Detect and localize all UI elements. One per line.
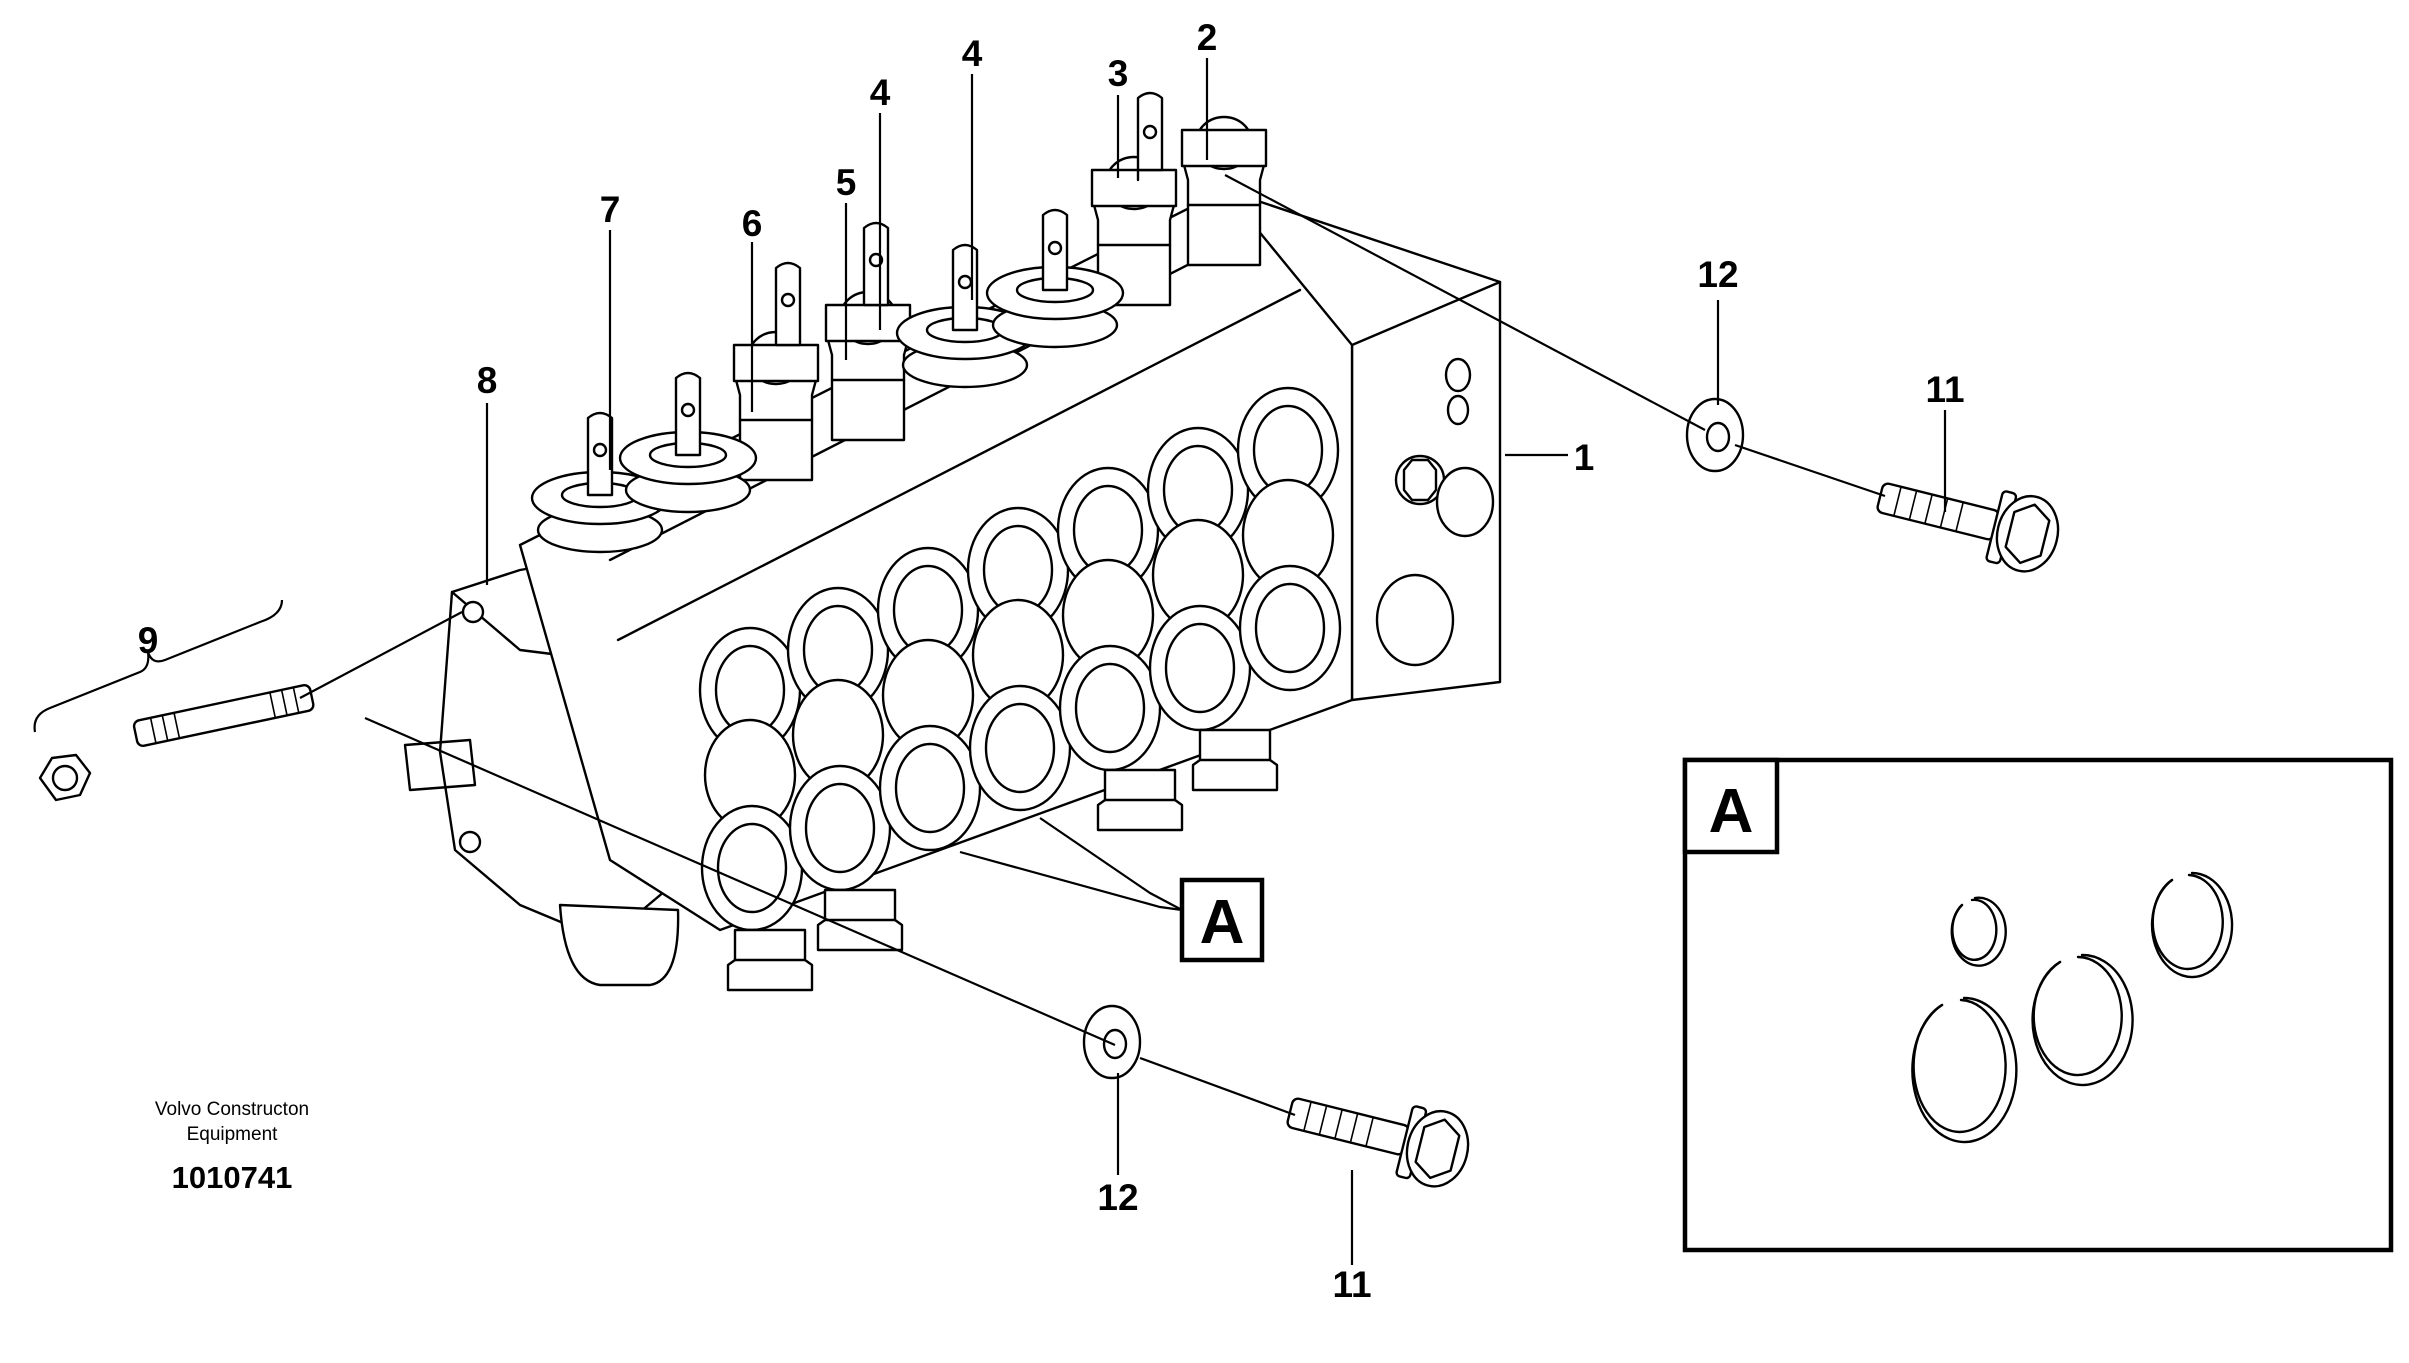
callout-8: 8 <box>477 360 498 401</box>
section-2-ports <box>786 586 892 892</box>
section-port-stacks <box>698 386 1342 932</box>
callout-4-right: 4 <box>962 33 983 74</box>
spool-eye-4b <box>862 221 890 307</box>
control-valve-assembly <box>403 91 1502 992</box>
callout-1: 1 <box>1574 437 1595 478</box>
washer-12-lower <box>1082 1004 1142 1080</box>
section-3-ports <box>876 546 982 852</box>
callout-5: 5 <box>836 162 857 203</box>
section-4-ports <box>966 506 1072 812</box>
seal-d <box>985 265 1125 349</box>
spool-eye-4a <box>951 243 979 332</box>
washer-12-upper <box>1685 397 1745 473</box>
spool-eye-6 <box>774 261 802 347</box>
spool-seals <box>530 265 1125 554</box>
bolt-11-lower <box>1286 1097 1470 1188</box>
caption: Volvo Constructon Equipment 1010741 <box>155 1099 309 1195</box>
assembly-lines <box>299 174 1886 1117</box>
section-5-ports <box>1056 466 1162 772</box>
callout-4-left: 4 <box>870 72 891 113</box>
stud-and-nut-part-9 <box>38 684 315 802</box>
section-6-ports <box>1146 426 1252 732</box>
section-7-ports <box>1236 386 1342 692</box>
spool-eye-d <box>1041 208 1069 292</box>
detail-marker-a-label: A <box>1200 888 1245 957</box>
detail-box-a: A <box>1682 757 2394 1253</box>
detail-marker-a: A <box>1179 877 1265 963</box>
callout-9: 9 <box>138 620 159 661</box>
spool-cap-5 <box>824 290 912 442</box>
callout-3: 3 <box>1108 53 1129 94</box>
callout-2: 2 <box>1197 17 1218 58</box>
caption-line-1: Volvo Constructon <box>155 1099 309 1120</box>
o-rings-part-10 <box>1911 871 2234 1144</box>
callout-leaders <box>33 58 2366 1265</box>
section-1-ports <box>698 626 804 932</box>
callout-12-lower: 12 <box>1097 1177 1138 1218</box>
detail-box-a-label: A <box>1709 777 1754 846</box>
caption-line-2: Equipment <box>187 1124 279 1145</box>
spool-cap-2 <box>1180 115 1268 267</box>
spool-eyes <box>586 91 1164 497</box>
spool-eye-7 <box>586 411 614 497</box>
callout-7: 7 <box>600 189 621 230</box>
spool-eye-2 <box>1136 91 1164 182</box>
bottom-spool-caps <box>726 728 1279 992</box>
callout-11-upper: 11 <box>1925 369 1964 410</box>
document-number: 1010741 <box>172 1160 293 1195</box>
spool-eye-b <box>674 371 702 457</box>
callout-11-lower: 11 <box>1332 1264 1371 1305</box>
callout-12-upper: 12 <box>1697 254 1738 295</box>
bolt-11-upper <box>1876 482 2060 573</box>
callout-6: 6 <box>742 203 763 244</box>
